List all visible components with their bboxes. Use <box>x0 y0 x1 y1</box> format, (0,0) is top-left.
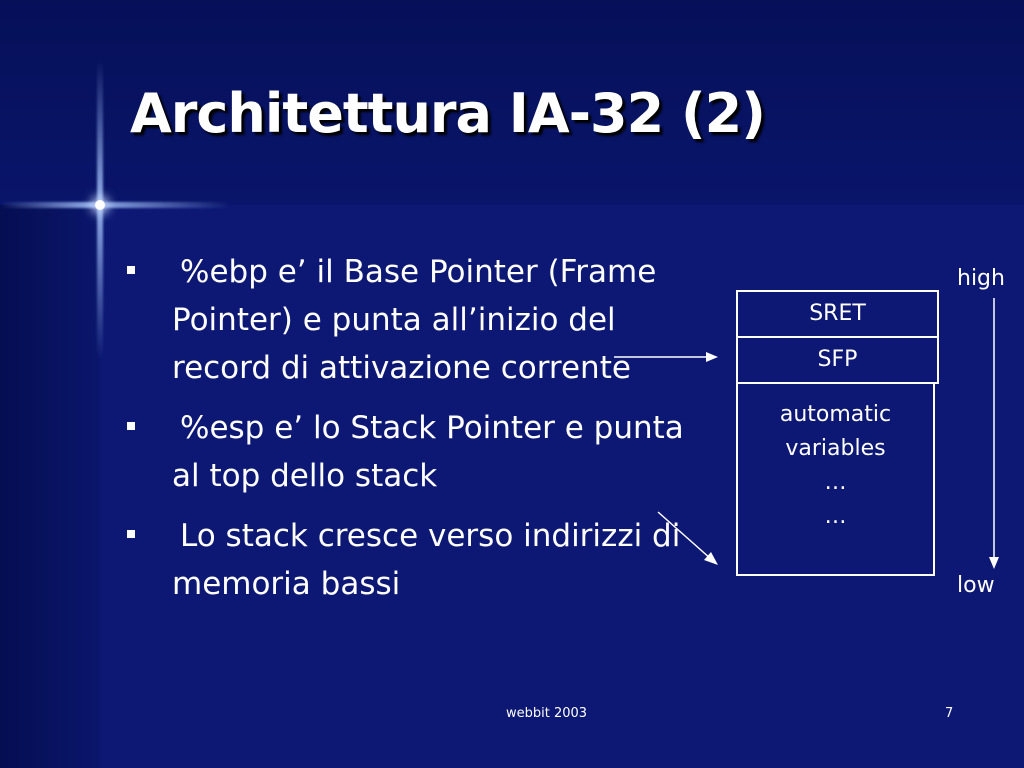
bullet-item-ebp: %ebp e’ il Base Pointer (Frame Pointer) … <box>125 248 685 392</box>
stack-cell-automatic-variables: automatic variables … … <box>736 382 935 576</box>
stack-diagram: SRET SFP automatic variables … … <box>736 290 939 580</box>
bullet-list: %ebp e’ il Base Pointer (Frame Pointer) … <box>125 248 685 620</box>
square-bullet-icon <box>127 530 135 538</box>
bullet-item-stack-growth: Lo stack cresce verso indirizzi di memor… <box>125 512 685 608</box>
stack-cell-line: automatic <box>779 402 892 427</box>
bullet-item-esp: %esp e’ lo Stack Pointer e punta al top … <box>125 404 685 500</box>
header-background <box>0 0 1024 205</box>
square-bullet-icon <box>127 422 135 430</box>
ebp-pointer-arrow <box>614 352 718 362</box>
esp-pointer-arrow <box>657 511 718 565</box>
page-number: 7 <box>945 706 954 721</box>
bullet-text: %ebp e’ il Base Pointer (Frame Pointer) … <box>172 254 657 386</box>
high-address-label: high <box>957 266 1005 291</box>
left-band-background <box>0 205 100 768</box>
star-sparkle-icon <box>95 200 105 210</box>
square-bullet-icon <box>127 266 135 274</box>
stack-cell-line: … <box>824 504 847 529</box>
stack-cell-line: variables <box>785 436 886 461</box>
low-address-label: low <box>957 573 995 598</box>
stack-cell-sfp: SFP <box>736 336 939 384</box>
star-glow-vertical <box>97 60 103 360</box>
stack-cell-line: … <box>824 470 847 495</box>
star-glow-horizontal <box>0 202 230 208</box>
footer-text: webbit 2003 <box>506 706 588 721</box>
bullet-text: Lo stack cresce verso indirizzi di memor… <box>172 518 681 602</box>
bullet-text: %esp e’ lo Stack Pointer e punta al top … <box>172 410 684 494</box>
slide-title: Architettura IA-32 (2) <box>130 82 766 145</box>
growth-direction-arrow <box>989 298 999 569</box>
